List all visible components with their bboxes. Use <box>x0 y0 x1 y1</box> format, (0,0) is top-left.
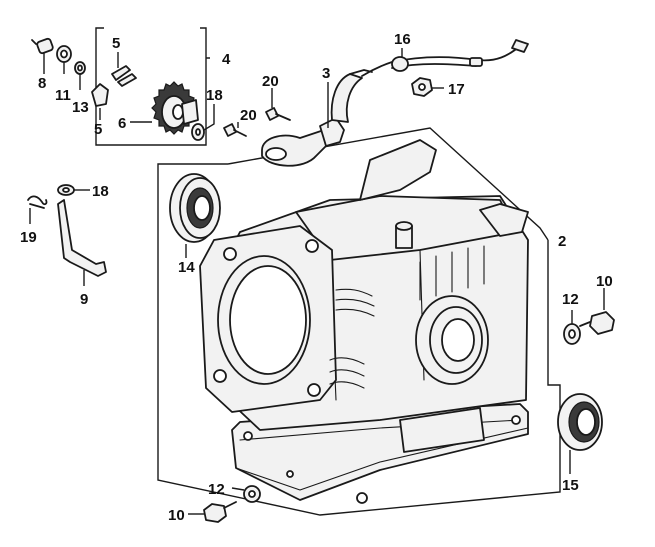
callout-10-right: 10 <box>596 273 613 290</box>
part-10-bolt-right <box>579 311 615 335</box>
part-11-washer <box>56 45 72 63</box>
callout-8: 8 <box>38 75 46 92</box>
part-3-breather <box>261 69 373 167</box>
callout-2: 2 <box>558 233 566 250</box>
part-18-washer-upper <box>191 123 205 141</box>
part-13-washer <box>74 61 86 75</box>
callout-10-bottom: 10 <box>168 507 185 524</box>
callout-3: 3 <box>322 65 330 82</box>
callout-5-upper: 5 <box>112 35 120 52</box>
callout-20-lower: 20 <box>240 107 257 124</box>
callout-6: 6 <box>118 115 126 132</box>
callout-15: 15 <box>562 477 579 494</box>
callout-12-bottom: 12 <box>208 481 225 498</box>
part-17-nut <box>411 77 433 97</box>
part-10-bolt-bottom <box>203 501 237 523</box>
callout-9: 9 <box>80 291 88 308</box>
callout-11: 11 <box>55 87 71 104</box>
part-16-wire-harness <box>361 39 529 77</box>
part-5-pin-upper <box>111 65 137 87</box>
part-8-plug <box>31 37 54 55</box>
bracket-governor-group <box>95 27 210 146</box>
callout-12-right: 12 <box>562 291 579 308</box>
part-20-bolt-lower <box>223 123 247 137</box>
part-14-bearing <box>169 173 221 243</box>
callout-13: 13 <box>72 99 89 116</box>
callout-4: 4 <box>222 51 231 68</box>
part-20-bolt-upper <box>265 107 291 121</box>
callout-18-upper: 18 <box>206 87 223 104</box>
callout-5-lower: 5 <box>94 121 102 138</box>
part-12-washer-bottom <box>243 485 261 503</box>
part-6-governor-gear <box>151 81 199 135</box>
part-2-crankcase <box>199 139 529 504</box>
callout-17: 17 <box>448 81 465 98</box>
part-12-washer-right <box>563 323 581 345</box>
part-15-oil-seal <box>557 393 603 451</box>
part-9-governor-rod <box>57 199 107 277</box>
part-19-clip <box>27 195 48 209</box>
leader-lines <box>29 48 605 515</box>
callout-18-left: 18 <box>92 183 109 200</box>
callout-16: 16 <box>394 31 411 48</box>
callout-14: 14 <box>178 259 195 276</box>
callout-20-upper: 20 <box>262 73 279 90</box>
callout-19: 19 <box>20 229 37 246</box>
part-5-holder-lower <box>91 83 109 107</box>
part-18-washer-left <box>57 184 75 196</box>
